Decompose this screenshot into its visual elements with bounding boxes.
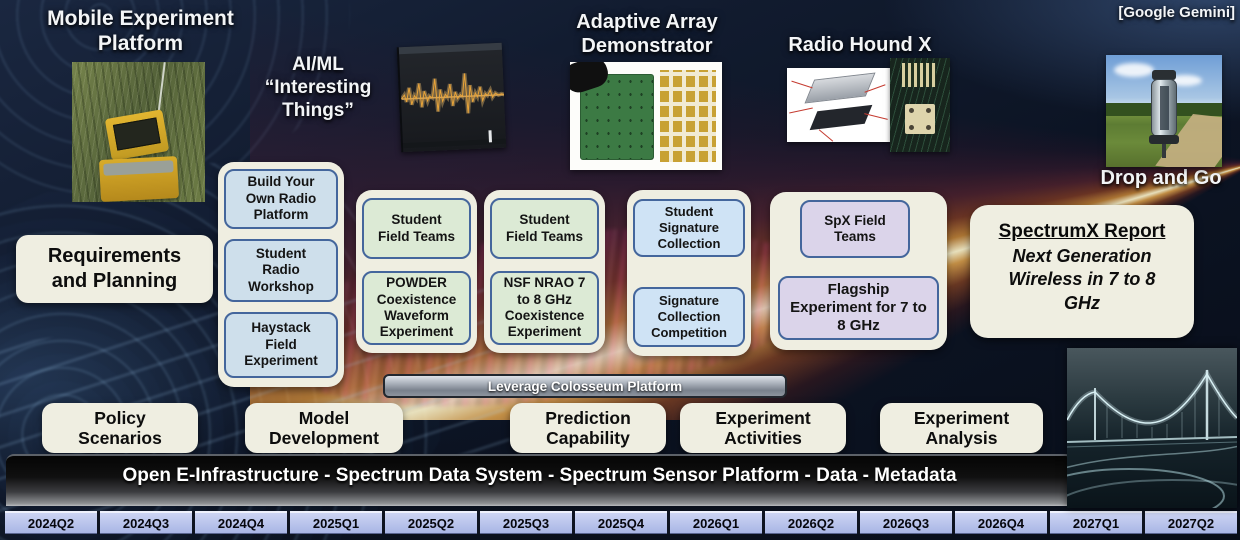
panel-signature: Student Signature Collection Signature C…: [627, 190, 751, 356]
cloud-shape: [1114, 63, 1154, 77]
drop-and-go-photo: [1106, 55, 1222, 167]
timeline-cell: 2026Q3: [860, 511, 952, 534]
workstream-label: Model Development: [269, 407, 379, 448]
case-base-shape: [98, 155, 180, 202]
task-box: NSF NRAO 7 to 8 GHz Coexistence Experime…: [490, 271, 599, 345]
bridge-graphic: [1067, 369, 1237, 508]
timeline-cell: 2025Q4: [575, 511, 667, 534]
task-box: POWDER Coexistence Waveform Experiment: [362, 271, 471, 345]
task-box: SpX Field Teams: [800, 200, 910, 258]
annotation-line: [791, 80, 813, 89]
board-shape: [809, 104, 873, 131]
workstream-prediction-capability: Prediction Capability: [510, 403, 666, 453]
task-box: Student Radio Workshop: [224, 239, 338, 302]
tray-shape: [103, 160, 174, 176]
top-plate-shape: [804, 72, 876, 104]
annotation-line: [864, 113, 888, 120]
chip-dot: [909, 125, 914, 130]
chip-dot: [926, 125, 931, 130]
mobile-platform-photo: [72, 62, 205, 202]
task-box: Student Field Teams: [362, 198, 471, 259]
task-box: Haystack Field Experiment: [224, 312, 338, 378]
panel-radio-program: Build Your Own Radio Platform Student Ra…: [218, 162, 344, 387]
spectrogram-photo: [396, 42, 507, 153]
timeline-cell: 2024Q4: [195, 511, 287, 534]
antenna-grid-shape: [660, 70, 716, 162]
timeline-cell: 2025Q1: [290, 511, 382, 534]
timeline: 2024Q2 2024Q3 2024Q4 2025Q1 2025Q2 2025Q…: [5, 511, 1237, 534]
cursor-tick-shape: [488, 130, 492, 143]
sensor-body-shape: [1151, 79, 1177, 137]
panel-nsf-nrao: Student Field Teams NSF NRAO 7 to 8 GHz …: [484, 190, 605, 353]
requirements-label: Requirements and Planning: [47, 245, 182, 292]
task-box: Signature Collection Competition: [633, 287, 745, 347]
annotation-line: [789, 107, 813, 114]
task-box: Student Signature Collection: [633, 199, 745, 257]
requirements-box: Requirements and Planning: [16, 235, 213, 303]
timeline-cell: 2027Q1: [1050, 511, 1142, 534]
bridge-photo: [1067, 348, 1237, 508]
drop-and-go-title: Drop and Go: [1100, 167, 1222, 189]
panel-powder: Student Field Teams POWDER Coexistence W…: [356, 190, 477, 353]
radio-hound-exploded-photo: [787, 68, 890, 142]
task-box: Build Your Own Radio Platform: [224, 169, 338, 229]
sensor-base-shape: [1149, 135, 1179, 144]
colosseum-bar: Leverage Colosseum Platform: [383, 374, 787, 398]
infrastructure-bar: Open E-Infrastructure - Spectrum Data Sy…: [6, 454, 1073, 506]
pcb-shape: [580, 74, 654, 160]
panel-flagship: SpX Field Teams Flagship Experiment for …: [770, 192, 947, 350]
chip-dot: [926, 108, 931, 113]
report-subtitle: Next Generation Wireless in 7 to 8 GHz: [1008, 246, 1156, 313]
workstream-label: Experiment Activities: [715, 407, 811, 448]
waveform-graphic: [399, 73, 506, 114]
timeline-cell: 2025Q2: [385, 511, 477, 534]
task-box: Student Field Teams: [490, 198, 599, 259]
timeline-cell: 2026Q4: [955, 511, 1047, 534]
radio-hound-title: Radio Hound X: [788, 34, 932, 56]
workstream-label: Experiment Analysis: [913, 407, 1010, 448]
workstream-model-development: Model Development: [245, 403, 403, 453]
task-box: Flagship Experiment for 7 to 8 GHz: [778, 276, 939, 340]
timeline-cell: 2024Q3: [100, 511, 192, 534]
adaptive-array-title: Adaptive Array Demonstrator: [576, 11, 718, 57]
timeline-cell: 2024Q2: [5, 511, 97, 534]
solar-cell-shape: [1160, 86, 1169, 130]
timeline-cell: 2026Q2: [765, 511, 857, 534]
annotation-line: [818, 129, 834, 142]
chip-dot: [909, 108, 914, 113]
timeline-cell: 2026Q1: [670, 511, 762, 534]
connector-shape: [902, 63, 936, 87]
chip-die-shape: [905, 104, 935, 134]
radio-hound-chip-photo: [890, 58, 950, 152]
workstream-label: Policy Scenarios: [78, 407, 162, 448]
report-title: SpectrumX Report: [998, 221, 1166, 242]
case-lid-shape: [104, 109, 170, 161]
sensor-stake-shape: [1162, 144, 1166, 158]
cloud-shape: [1168, 75, 1202, 86]
workstream-policy-scenarios: Policy Scenarios: [42, 403, 198, 453]
mobile-platform-title: Mobile Experiment Platform: [47, 7, 234, 56]
spectrumx-report-box: SpectrumX Report Next Generation Wireles…: [970, 205, 1194, 338]
attribution-label: [Google Gemini]: [1118, 4, 1235, 21]
aiml-title: AI/ML “Interesting Things”: [264, 54, 372, 121]
workstream-label: Prediction Capability: [545, 407, 631, 448]
adaptive-array-photo: [570, 62, 722, 170]
timeline-cell: 2027Q2: [1145, 511, 1237, 534]
sensor-cap-shape: [1152, 70, 1176, 80]
timeline-cell: 2025Q3: [480, 511, 572, 534]
workstream-experiment-activities: Experiment Activities: [680, 403, 846, 453]
workstream-experiment-analysis: Experiment Analysis: [880, 403, 1043, 453]
screen-shape: [112, 117, 161, 151]
